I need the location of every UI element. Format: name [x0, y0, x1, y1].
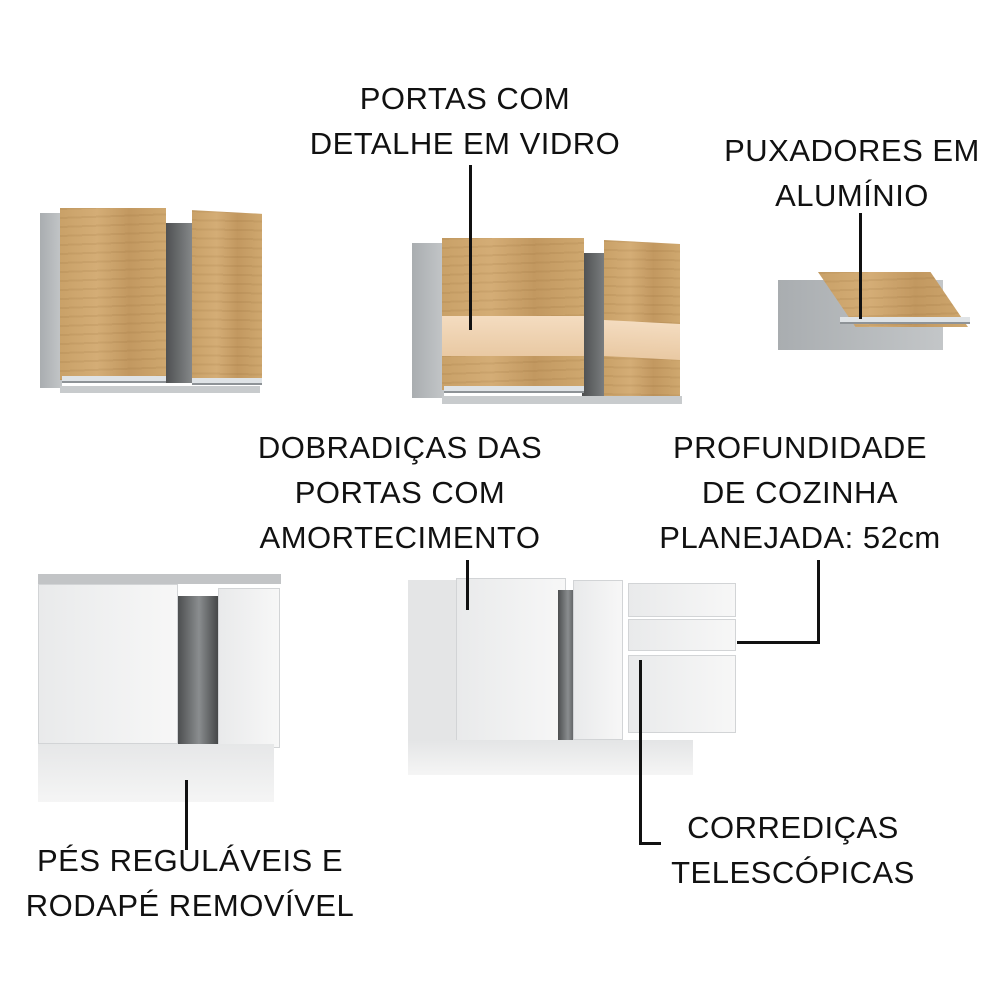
leader-line-slides-h	[639, 842, 661, 845]
label-line: TELESCÓPICAS	[671, 855, 915, 890]
leader-line-feet	[185, 780, 188, 850]
wood-door	[60, 208, 166, 380]
label-line: AMORTECIMENTO	[259, 520, 541, 555]
leader-line-depth	[817, 560, 820, 644]
label-line: PLANEJADA: 52cm	[659, 520, 941, 555]
label-line: RODAPÉ REMOVÍVEL	[25, 888, 355, 923]
drawer	[628, 655, 736, 733]
label-soft-close-hinges: DOBRADIÇAS DAS PORTAS COM AMORTECIMENTO	[230, 425, 570, 560]
label-depth: PROFUNDIDADE DE COZINHA PLANEJADA: 52cm	[640, 425, 960, 560]
label-line: DETALHE EM VIDRO	[309, 126, 621, 161]
glass-detail	[442, 316, 584, 356]
label-line: DOBRADIÇAS DAS	[257, 430, 543, 465]
label-line: PUXADORES EM	[724, 133, 980, 168]
drawer	[628, 619, 736, 651]
label-line: CORREDIÇAS	[687, 810, 899, 845]
label-glass-doors: PORTAS COM DETALHE EM VIDRO	[265, 76, 665, 166]
label-telescopic-slides: CORREDIÇAS TELESCÓPICAS	[643, 805, 943, 895]
label-line: PORTAS COM	[294, 475, 506, 510]
label-line: PORTAS COM	[359, 81, 571, 116]
label-adjustable-feet: PÉS REGULÁVEIS E RODAPÉ REMOVÍVEL	[10, 838, 370, 928]
drawer	[628, 583, 736, 617]
lower-cabinet-left	[38, 574, 283, 802]
leader-line-glass	[469, 165, 472, 330]
upper-cabinet-glass	[412, 238, 682, 408]
label-line: ALUMÍNIO	[775, 178, 929, 213]
lower-cabinet-drawers	[408, 575, 738, 775]
label-aluminum-handles: PUXADORES EM ALUMÍNIO	[702, 128, 1000, 218]
leader-line-handles	[859, 213, 862, 319]
leader-line-depth-h	[737, 641, 820, 644]
leader-line-hinges	[466, 560, 469, 610]
label-line: PÉS REGULÁVEIS E	[36, 843, 344, 878]
wood-door	[192, 210, 262, 384]
label-line: PROFUNDIDADE	[672, 430, 927, 465]
label-line: DE COZINHA	[701, 475, 899, 510]
leader-line-slides	[639, 660, 642, 845]
upper-cabinet-left	[40, 208, 265, 393]
upper-cabinet-flip	[778, 272, 973, 354]
